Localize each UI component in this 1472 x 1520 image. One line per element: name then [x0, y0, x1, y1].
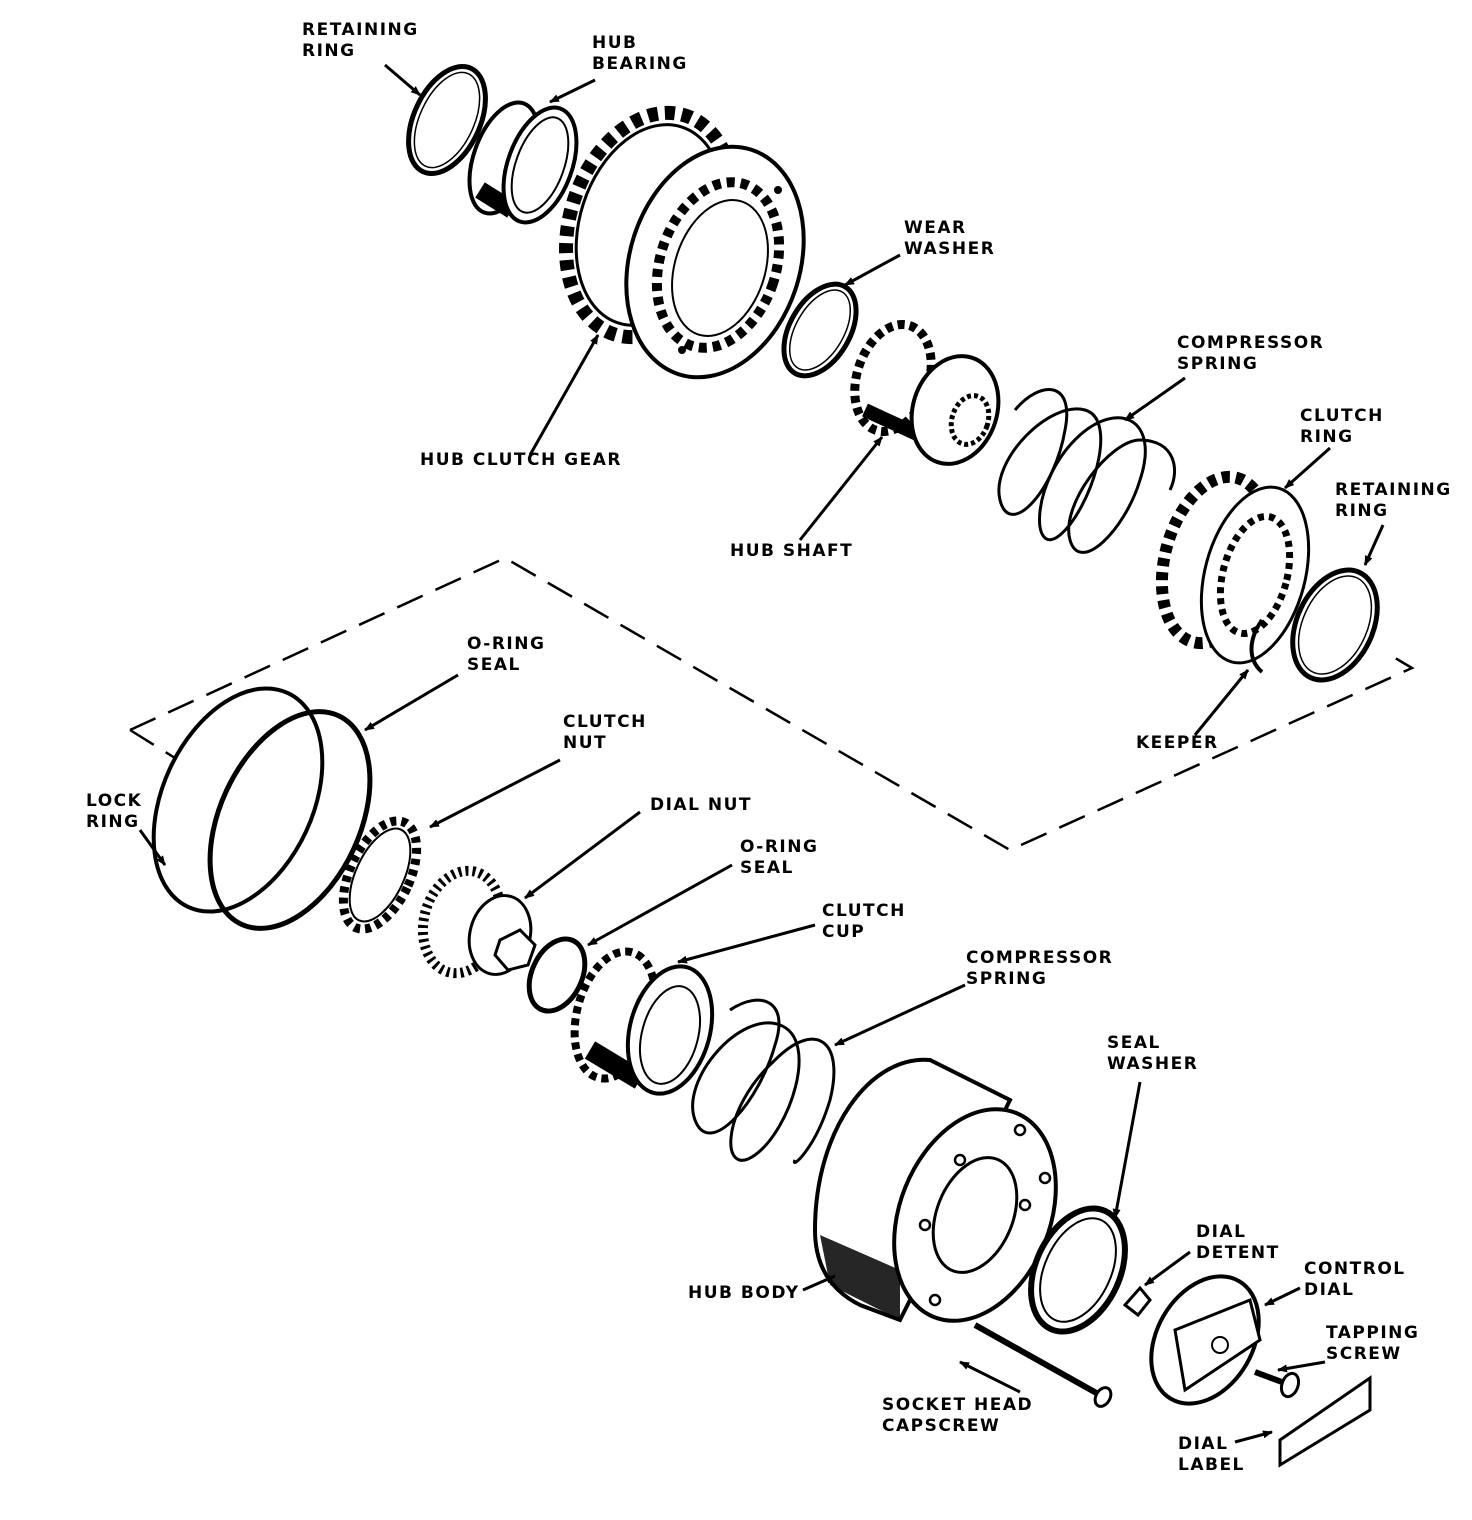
keeper-part: [1249, 618, 1264, 674]
hub-body-part: [812, 1057, 1058, 1323]
arrow-hub-clutch-gear: [528, 334, 600, 456]
label-compressor-spring-bottom: COMPRESSOR SPRING: [966, 948, 1114, 989]
lock-ring-part: [151, 686, 325, 914]
assembly-dashed-outline: [129, 556, 1415, 852]
arrow-retaining-ring-top: [384, 63, 421, 97]
clutch-ring-part: [1155, 470, 1311, 665]
label-hub-clutch-gear: HUB CLUTCH GEAR: [420, 450, 622, 470]
retaining-ring-top-part: [406, 63, 488, 177]
arrow-socket-head-capscrew: [959, 1360, 1021, 1394]
control-dial-part: [1149, 1274, 1262, 1406]
label-keeper: KEEPER: [1136, 733, 1219, 753]
compressor-spring-bottom-part: [691, 998, 836, 1164]
leader-arrows: [138, 63, 1385, 1444]
arrow-dial-label: [1234, 1430, 1273, 1444]
arrow-dial-nut: [524, 810, 641, 900]
arrow-o-ring-seal-top: [364, 673, 459, 732]
hub-bearing-part: [467, 100, 579, 225]
arrow-hub-shaft: [798, 436, 884, 541]
label-compressor-spring-top: COMPRESSOR SPRING: [1177, 333, 1325, 374]
label-hub-shaft: HUB SHAFT: [730, 541, 854, 561]
clutch-nut-part: [338, 816, 422, 934]
label-retaining-ring-right: RETAINING RING: [1335, 480, 1452, 521]
arrow-hub-bearing: [549, 78, 596, 104]
arrow-clutch-nut: [429, 758, 561, 829]
arrow-tapping-screw: [1277, 1360, 1326, 1373]
arrow-o-ring-seal-bottom: [587, 863, 733, 947]
label-retaining-ring-top: RETAINING RING: [302, 20, 419, 61]
arrow-control-dial: [1264, 1286, 1301, 1307]
label-clutch-nut: CLUTCH NUT: [563, 712, 647, 753]
label-hub-body: HUB BODY: [688, 1283, 800, 1303]
label-wear-washer: WEAR WASHER: [904, 218, 996, 259]
label-o-ring-seal-top: O-RING SEAL: [467, 634, 546, 675]
hub-shaft-part: [850, 320, 1001, 466]
arrow-hub-body: [802, 1274, 836, 1292]
label-o-ring-seal-bottom: O-RING SEAL: [740, 837, 819, 878]
label-lock-ring: LOCK RING: [86, 791, 143, 832]
arrow-wear-washer: [844, 253, 901, 287]
label-socket-head-capscrew: SOCKET HEAD CAPSCREW: [882, 1395, 1034, 1436]
dial-nut-part: [417, 865, 537, 979]
clutch-cup-part: [570, 947, 715, 1096]
label-hub-bearing: HUB BEARING: [592, 33, 688, 74]
arrow-clutch-cup: [677, 923, 816, 964]
arrow-retaining-ring-right: [1363, 524, 1385, 566]
label-dial-label: DIAL LABEL: [1178, 1434, 1245, 1475]
label-clutch-cup: CLUTCH CUP: [822, 901, 906, 942]
arrow-seal-washer: [1112, 1081, 1142, 1219]
label-dial-nut: DIAL NUT: [650, 795, 752, 815]
label-control-dial: CONTROL DIAL: [1304, 1259, 1406, 1300]
label-tapping-screw: TAPPING SCREW: [1326, 1323, 1420, 1364]
arrow-keeper: [1193, 669, 1250, 736]
tapping-screw-part: [1253, 1369, 1301, 1399]
label-seal-washer: SEAL WASHER: [1107, 1033, 1199, 1074]
arrow-lock-ring: [138, 829, 167, 866]
o-ring-seal-large-part: [207, 709, 373, 931]
retaining-ring-right-part: [1290, 567, 1380, 683]
hub-clutch-gear-part: [559, 105, 806, 380]
label-dial-detent: DIAL DETENT: [1196, 1222, 1280, 1263]
arrow-dial-detent: [1144, 1250, 1191, 1287]
dial-label-part: [1278, 1375, 1372, 1468]
arrow-clutch-ring: [1284, 446, 1331, 490]
arrow-compressor-spring-top: [1124, 376, 1186, 422]
arrow-compressor-spring-bottom: [834, 983, 966, 1047]
socket-head-capscrew-part: [973, 1322, 1113, 1408]
label-clutch-ring: CLUTCH RING: [1300, 406, 1384, 447]
dial-detent-part: [1122, 1285, 1152, 1318]
compressor-spring-top-part: [997, 388, 1177, 554]
seal-washer-part: [1028, 1205, 1128, 1335]
o-ring-seal-small-part: [526, 936, 588, 1014]
wear-washer-part: [781, 281, 859, 379]
